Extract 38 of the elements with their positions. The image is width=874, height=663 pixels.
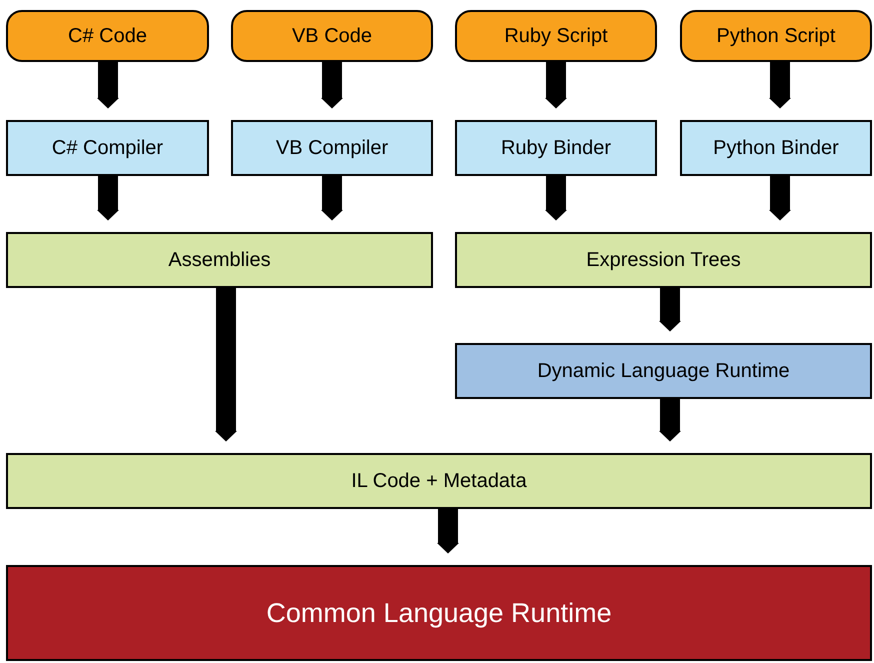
node-label: Common Language Runtime <box>266 596 612 630</box>
node-label: Python Script <box>716 24 836 49</box>
block-arrow <box>97 176 119 221</box>
node-label: C# Compiler <box>52 136 164 161</box>
source-box <box>231 10 433 62</box>
process-box <box>6 232 433 288</box>
block-arrow <box>545 176 567 221</box>
source-box <box>6 10 209 62</box>
source-box <box>680 10 872 62</box>
node-label: Python Binder <box>713 136 839 161</box>
binder-box <box>680 120 872 176</box>
binder-box <box>455 120 657 176</box>
runtime-box <box>455 343 872 399</box>
node-label: Ruby Binder <box>500 136 612 161</box>
node-label: Assemblies <box>168 248 271 273</box>
runtime-box <box>6 565 872 661</box>
process-box <box>6 453 872 509</box>
block-arrow <box>321 176 343 221</box>
compiler-box <box>6 120 209 176</box>
block-arrow <box>97 62 119 109</box>
node-label: Expression Trees <box>586 248 741 273</box>
block-arrow <box>321 62 343 109</box>
node-label: Ruby Script <box>504 24 608 49</box>
block-arrow <box>437 509 459 554</box>
block-arrow <box>769 176 791 221</box>
block-arrow <box>659 399 681 442</box>
compiler-box <box>231 120 433 176</box>
process-box <box>455 232 872 288</box>
block-arrow <box>545 62 567 109</box>
node-label: VB Code <box>292 24 372 49</box>
node-label: C# Code <box>68 24 147 49</box>
block-arrow <box>215 288 237 442</box>
block-arrow <box>769 62 791 109</box>
node-label: IL Code + Metadata <box>351 469 527 494</box>
block-arrow <box>659 288 681 332</box>
node-label: Dynamic Language Runtime <box>537 359 790 384</box>
node-label: VB Compiler <box>276 136 388 161</box>
source-box <box>455 10 657 62</box>
